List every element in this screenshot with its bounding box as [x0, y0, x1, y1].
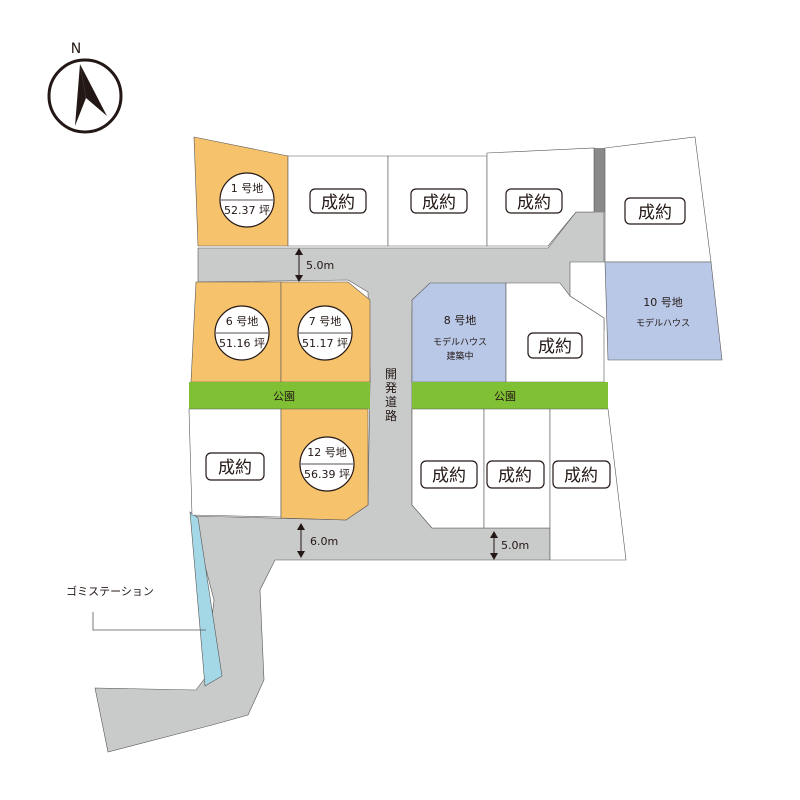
- sold-lot-top-1[interactable]: 成約: [287, 155, 389, 247]
- sold-lot-bottom-1[interactable]: 成約: [411, 408, 485, 529]
- lot-6-area: 51.16 坪: [219, 337, 265, 350]
- lot-12-name: 12 号地: [307, 446, 347, 459]
- sold-label: 成約: [498, 466, 532, 486]
- lot-7[interactable]: 7 号地 51.17 坪: [280, 281, 371, 383]
- sold-lot-top-3[interactable]: 成約: [486, 147, 595, 247]
- sold-lot-top-right[interactable]: 成約: [604, 136, 712, 263]
- arrow-up-icon: [297, 523, 305, 530]
- sold-badge: [410, 188, 468, 214]
- sold-label: 成約: [321, 193, 355, 213]
- north-arrow-half: [80, 64, 107, 116]
- lot-8[interactable]: 8 号地 モデルハウス 建築中: [411, 282, 507, 383]
- park-left: 公園: [189, 382, 370, 409]
- north-label: N: [71, 41, 81, 57]
- lot-1-area: 52.37 坪: [224, 204, 270, 217]
- arrow-up-icon: [490, 531, 498, 538]
- arrow-down-icon: [490, 553, 498, 560]
- sold-lot-bottom-3[interactable]: 成約: [549, 408, 627, 561]
- arrow-up-icon: [295, 248, 303, 255]
- lot-10-name: 10 号地: [643, 296, 683, 309]
- sold-lot-bottom-2[interactable]: 成約: [483, 408, 551, 529]
- sold-badge: [486, 460, 545, 489]
- lot-6-name: 6 号地: [226, 315, 259, 328]
- road-strip-right: [594, 148, 605, 212]
- lot-7-area: 51.17 坪: [302, 337, 348, 350]
- north-arrow-icon: [75, 64, 86, 126]
- lot-7-name: 7 号地: [309, 315, 342, 328]
- sold-badge: [527, 332, 583, 359]
- sold-badge: [552, 460, 611, 489]
- sold-label: 成約: [538, 337, 572, 357]
- garbage-station-area: [189, 511, 223, 687]
- sold-label: 成約: [564, 466, 598, 486]
- road-width-bottom-right: 5.0m: [490, 531, 529, 560]
- sold-badge: [505, 188, 563, 214]
- road-width-bottom-left-label: 6.0m: [310, 535, 338, 548]
- road-label-text: 開発道路: [385, 367, 397, 423]
- lot-10[interactable]: 10 号地 モデルハウス: [604, 261, 723, 361]
- lot-12[interactable]: 12 号地 56.39 坪: [280, 408, 369, 521]
- lot-1[interactable]: 1 号地 52.37 坪: [193, 136, 289, 247]
- compass: N: [47, 41, 123, 134]
- lot-8-name: 8 号地: [444, 314, 477, 327]
- sold-label: 成約: [517, 193, 551, 213]
- sold-label: 成約: [422, 193, 456, 213]
- lot-10-model-house: モデルハウス: [636, 317, 690, 329]
- park-left-label: 公園: [273, 390, 295, 403]
- road-width-top: 5.0m: [295, 248, 334, 282]
- sold-badge: [420, 460, 478, 489]
- road-width-bottom-right-label: 5.0m: [501, 539, 529, 552]
- lot-8-shape: [411, 282, 507, 383]
- lot-8-model-house: モデルハウス: [433, 336, 487, 348]
- garbage-station-callout: ゴミステーション: [66, 584, 206, 631]
- road-width-bottom-left: 6.0m: [297, 523, 338, 558]
- arrow-down-icon: [295, 275, 303, 282]
- lot-1-name: 1 号地: [231, 182, 264, 195]
- sold-label: 成約: [218, 458, 252, 478]
- sold-label: 成約: [432, 466, 466, 486]
- lot-6[interactable]: 6 号地 51.16 坪: [190, 281, 282, 383]
- sold-badge: [205, 452, 265, 481]
- leader-line: [92, 612, 206, 631]
- sold-badge: [309, 188, 367, 214]
- sold-lot-bottom-left[interactable]: 成約: [188, 408, 282, 518]
- sold-badge: [624, 197, 686, 225]
- road-width-top-label: 5.0m: [306, 259, 334, 272]
- lot-8-status: 建築中: [446, 350, 473, 362]
- sold-lot-middle[interactable]: 成約: [505, 282, 605, 383]
- park-right-shape: [412, 382, 608, 409]
- park-left-shape: [189, 382, 370, 409]
- road-label: 開発道路: [385, 367, 397, 423]
- park-right-label: 公園: [494, 390, 516, 403]
- garbage-station-label: ゴミステーション: [66, 584, 154, 598]
- arrow-down-icon: [297, 551, 305, 558]
- sold-lot-top-2[interactable]: 成約: [387, 155, 488, 247]
- park-right: 公園: [412, 382, 608, 409]
- sold-label: 成約: [638, 203, 672, 223]
- lot-12-area: 56.39 坪: [304, 468, 350, 481]
- lot-10-shape: [604, 261, 723, 361]
